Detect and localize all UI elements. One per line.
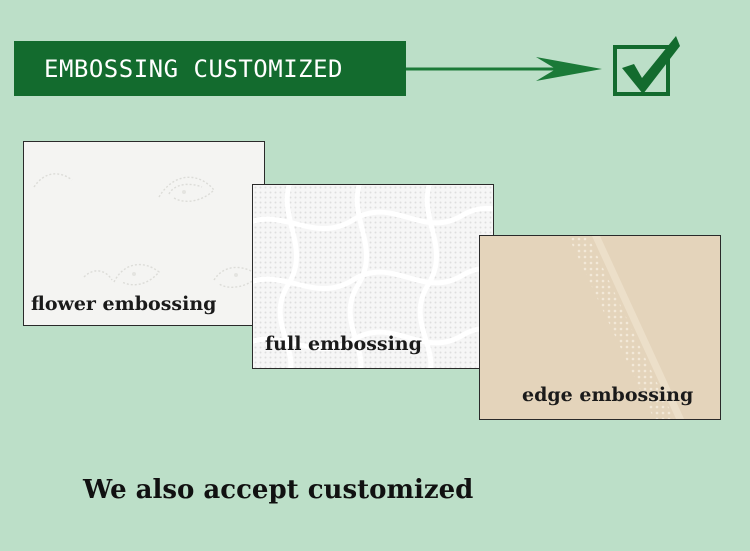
checkbox-checked-icon xyxy=(613,36,680,96)
full-embossing-sample: full embossing xyxy=(252,184,494,369)
edge-embossing-sample: edge embossing xyxy=(479,235,721,420)
edge-embossing-label: edge embossing xyxy=(522,384,694,406)
flower-pattern-texture xyxy=(33,173,261,288)
banner: EMBOSSING CUSTOMIZED xyxy=(14,41,406,96)
full-embossing-label: full embossing xyxy=(265,333,422,355)
banner-title: EMBOSSING CUSTOMIZED xyxy=(44,54,343,83)
edge-pattern-texture xyxy=(568,236,685,419)
flower-embossing-sample: flower embossing xyxy=(23,141,265,326)
arrow-right-icon xyxy=(406,57,602,81)
flower-embossing-label: flower embossing xyxy=(31,293,217,315)
tagline: We also accept customized xyxy=(83,475,474,505)
full-pattern-texture xyxy=(253,185,493,368)
